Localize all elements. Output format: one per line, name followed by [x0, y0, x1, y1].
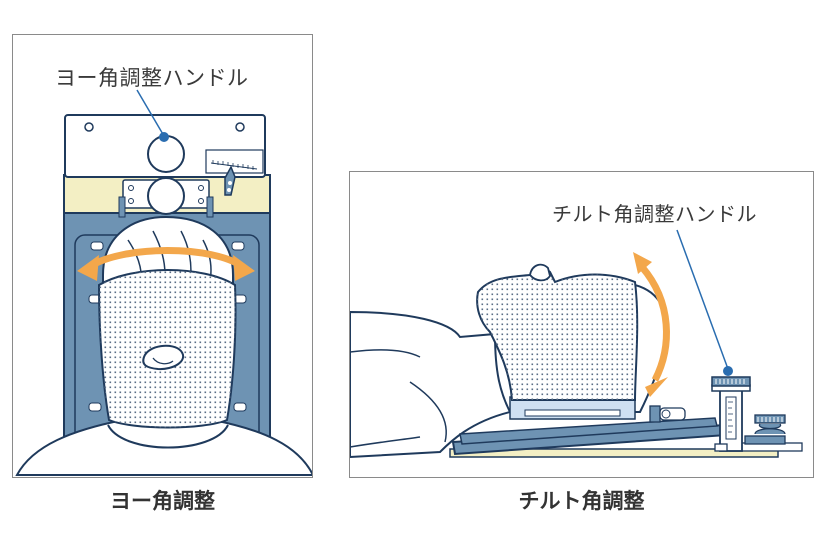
tilt-handle [711, 376, 751, 452]
tilt-handle-label: チルト角調整ハンドル [552, 202, 757, 226]
bidirectional-arrow-icon [77, 247, 255, 281]
handle-dot-icon [159, 132, 169, 142]
handle-dot-icon [723, 366, 733, 376]
yaw-illustration [15, 89, 312, 476]
tilt-caption: チルト角調整 [518, 489, 645, 513]
yaw-handle-label: ヨー角調整ハンドル [55, 66, 249, 90]
tilt-adjust-panel: チルト角調整ハンドル [349, 171, 814, 478]
bidirectional-arrow-icon [633, 252, 670, 397]
tilt-illustration [350, 229, 803, 459]
yaw-caption: ヨー角調整 [110, 489, 215, 513]
angle-scale-icon [205, 149, 264, 196]
yaw-adjust-panel: ヨー角調整ハンドル [12, 34, 313, 478]
